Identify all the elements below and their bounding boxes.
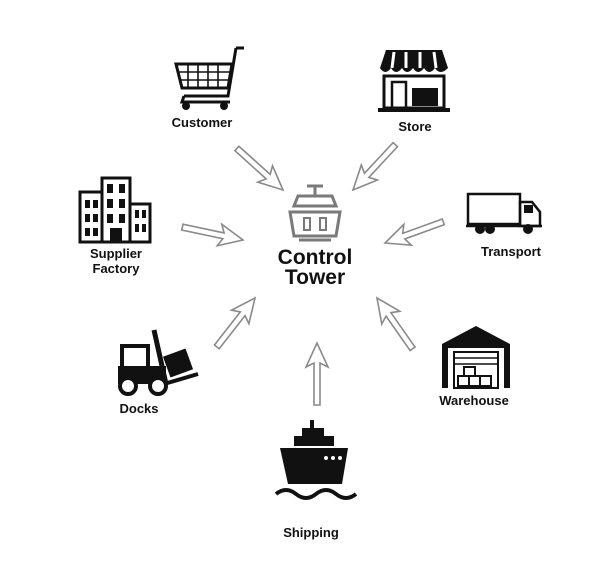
control-tower-line2: Tower: [284, 266, 346, 289]
control-tower-icon: [288, 184, 342, 242]
factory-line: Factory: [92, 261, 140, 276]
warehouse-icon: [442, 326, 510, 389]
warehouse-label: Warehouse: [439, 393, 509, 408]
arrow-warehouse: [367, 290, 423, 356]
factory-building-icon: [78, 176, 152, 244]
arrow-transport: [380, 210, 448, 255]
customer-label: Customer: [171, 115, 233, 130]
arrow-supplier: [179, 215, 247, 252]
store-label: Store: [398, 119, 432, 134]
transport-label: Transport: [481, 244, 541, 259]
supplier-factory-label: Supplier Factory: [64, 246, 168, 276]
control-tower-label: Control Tower: [262, 246, 368, 289]
arrow-shipping: [305, 342, 329, 406]
shipping-label: Shipping: [283, 525, 339, 540]
control-tower-line1: Control: [277, 246, 353, 269]
forklift-icon: [118, 329, 199, 396]
supplier-line: Supplier: [89, 246, 142, 261]
arrow-customer: [228, 139, 292, 199]
truck-icon: [466, 192, 542, 234]
ship-icon: [274, 420, 358, 500]
arrow-store: [344, 136, 405, 199]
storefront-icon: [378, 50, 450, 112]
shopping-cart-icon: [174, 46, 244, 110]
docks-label: Docks: [119, 401, 159, 416]
arrow-docks: [207, 290, 265, 355]
